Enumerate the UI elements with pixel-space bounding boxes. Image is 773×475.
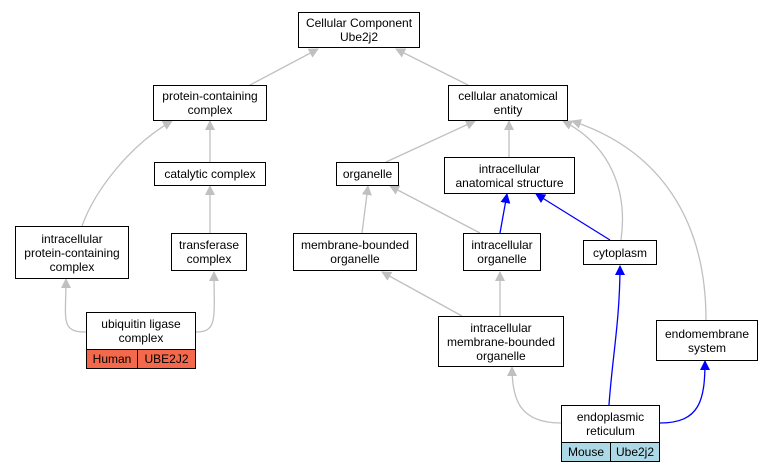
edge-cae-root bbox=[395, 48, 469, 86]
edge-er-imbo bbox=[507, 366, 562, 424]
edge-io-organelle bbox=[389, 185, 481, 234]
edge-er-cytoplasm bbox=[608, 265, 625, 406]
species-badge-human: Human bbox=[86, 349, 138, 369]
edge-ulc-ipcc bbox=[60, 278, 87, 333]
edge-pcc-root bbox=[249, 48, 319, 86]
edge-cytoplasm-cae bbox=[562, 120, 624, 241]
edge-cytoplasm-ias bbox=[535, 193, 611, 241]
edge-io-ias bbox=[499, 193, 511, 234]
node-cytoplasm[interactable]: cytoplasm bbox=[583, 240, 657, 265]
edge-ipcc-pcc bbox=[81, 120, 173, 227]
edge-er-endomembrane bbox=[659, 360, 710, 424]
edge-endomembrane-cae bbox=[571, 119, 707, 321]
node-organelle[interactable]: organelle bbox=[336, 162, 399, 186]
edge-imbo-mbo bbox=[381, 271, 463, 317]
species-badge-mouse: Mouse bbox=[561, 442, 611, 462]
gene-badge-ube2j2-human: UBE2J2 bbox=[137, 349, 196, 369]
gene-badge-ube2j2-mouse: Ube2j2 bbox=[610, 442, 660, 462]
node-catalytic-complex[interactable]: catalytic complex bbox=[154, 162, 266, 186]
edge-organelle-cae bbox=[385, 120, 476, 163]
edge-mbo-organelle bbox=[361, 185, 372, 234]
edge-ulc-transferase bbox=[195, 271, 220, 333]
